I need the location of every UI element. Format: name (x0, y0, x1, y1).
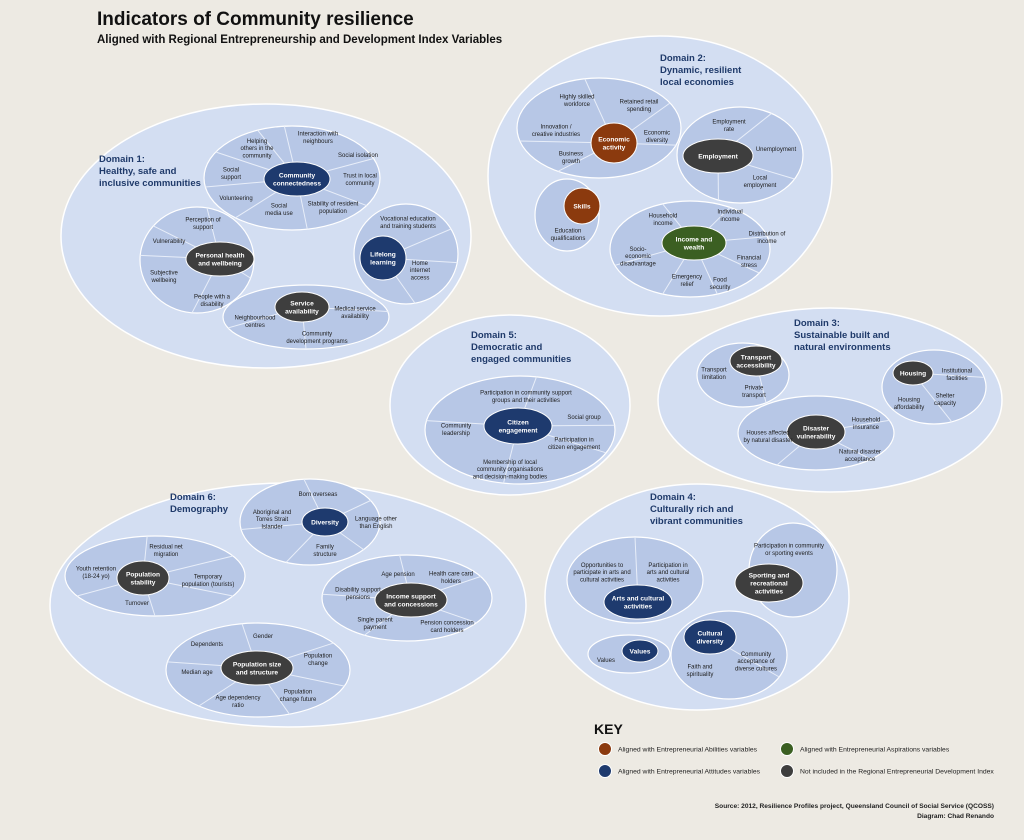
indicator-social-isolation: Social isolation (338, 153, 378, 159)
indicator-age-pension: Age pension (381, 572, 414, 578)
page-subtitle: Aligned with Regional Entrepreneurship a… (97, 34, 502, 46)
indicator-social-group: Social group (567, 415, 601, 421)
indicator-dependents: Dependents (191, 642, 223, 648)
legend: KEY Aligned with Entrepreneurial Abilitie… (594, 721, 994, 778)
indicator-values: Values (597, 658, 615, 664)
housing-title: Housing (900, 370, 926, 377)
legend-label-not_included: Not included in the Regional Entrepreneu… (800, 769, 994, 776)
legend-label-aspirations: Aligned with Entrepreneurial Aspirations… (800, 747, 950, 754)
indicator-median-age: Median age (181, 670, 213, 676)
legend-swatch-not_included (781, 765, 794, 778)
indicator-volunteering: Volunteering (219, 196, 252, 202)
legend-swatch-attitudes (599, 765, 612, 778)
indicator-born-overseas: Born overseas (299, 492, 338, 498)
values-title: Values (630, 648, 651, 655)
indicator-unemployment: Unemployment (756, 147, 797, 153)
page-title: Indicators of Community resilience (97, 9, 414, 31)
indicator-vulnerability: Vulnerability (153, 239, 185, 245)
source-note: Source: 2012, Resilience Profiles projec… (715, 803, 994, 810)
employment-title: Employment (698, 153, 738, 160)
legend-label-abilities: Aligned with Entrepreneurial Abilities v… (618, 747, 758, 754)
diagram-credit: Diagram: Chad Renando (917, 813, 994, 820)
legend-swatch-aspirations (781, 743, 794, 756)
legend-label-attitudes: Aligned with Entrepreneurial Attitudes v… (618, 769, 761, 776)
indicator-turnover: Turnover (125, 601, 149, 607)
housing-ellipse (882, 350, 986, 424)
skills-title: Skills (573, 203, 591, 210)
indicator-gender: Gender (253, 634, 273, 640)
legend-swatch-abilities (599, 743, 612, 756)
legend-heading: KEY (594, 721, 623, 737)
diversity-title: Diversity (311, 519, 339, 526)
